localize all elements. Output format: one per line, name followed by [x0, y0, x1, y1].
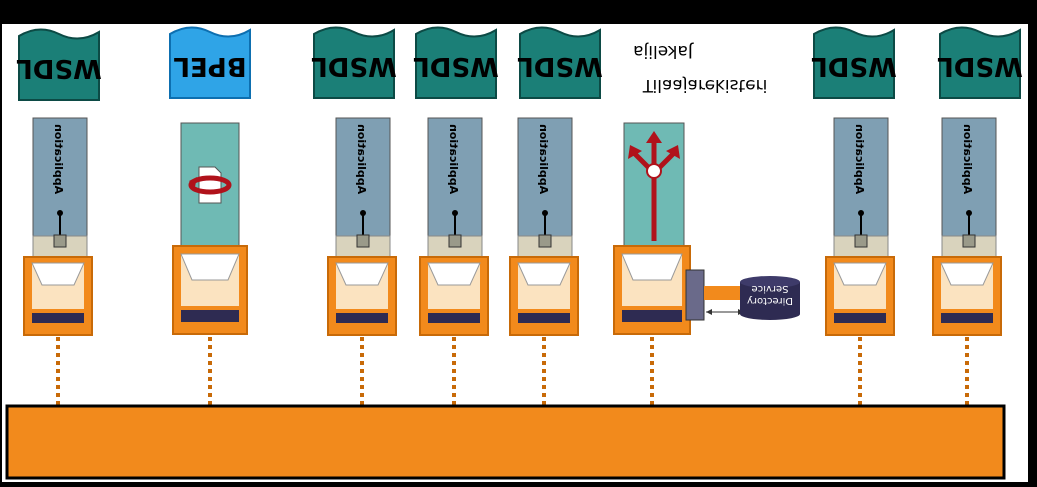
connector-socket-8: [932, 256, 1002, 336]
wsdl-doc-3: WSDL: [413, 26, 499, 99]
application-label: Application: [537, 124, 550, 194]
application-label: Application: [447, 124, 460, 194]
connector-socket-2: [172, 245, 248, 335]
jakelija-label: Jakelija: [633, 41, 694, 61]
connector-socket-7: [825, 256, 895, 336]
bpel-doc: BPEL: [169, 26, 251, 99]
wsdl-doc-1: WSDL: [16, 28, 102, 101]
application-label: Application: [961, 124, 974, 194]
application-label: Application: [52, 124, 65, 194]
bus-connector-lines: [56, 337, 969, 406]
application-label: Application: [853, 124, 866, 194]
connector-socket-1: [23, 256, 93, 336]
service-directory-line2: Directory: [747, 295, 793, 306]
service-directory: Service Directory: [740, 276, 800, 320]
wsdl-label: WSDL: [937, 51, 1023, 81]
application-component-1: Application: [32, 117, 88, 263]
service-bus: [5, 404, 1006, 480]
wsdl-label: WSDL: [413, 51, 499, 81]
application-component-6: Application: [941, 117, 997, 263]
wsdl-label: WSDL: [517, 51, 603, 81]
application-component-3: Application: [427, 117, 483, 263]
wsdl-label: WSDL: [16, 53, 102, 83]
router-component: [623, 122, 685, 252]
bpel-label: BPEL: [173, 51, 246, 81]
service-directory-line1: Service: [752, 283, 789, 294]
bpel-engine: [180, 122, 240, 252]
wsdl-doc-2: WSDL: [311, 26, 397, 99]
connector-socket-6: [613, 245, 691, 335]
application-component-5: Application: [833, 117, 889, 263]
wsdl-label: WSDL: [311, 51, 397, 81]
connector-socket-3: [327, 256, 397, 336]
application-component-2: Application: [335, 117, 391, 263]
wsdl-label: WSDL: [811, 51, 897, 81]
wsdl-doc-6: WSDL: [937, 26, 1023, 99]
connector-socket-5: [509, 256, 579, 336]
wsdl-doc-5: WSDL: [811, 26, 897, 99]
connector-socket-4: [419, 256, 489, 336]
wsdl-doc-4: WSDL: [517, 26, 603, 99]
application-label: Application: [355, 124, 368, 194]
service-directory-link: [685, 269, 750, 321]
application-component-4: Application: [517, 117, 573, 263]
tilaajarekisteri-label: Tilaajarekisteri: [642, 75, 768, 95]
